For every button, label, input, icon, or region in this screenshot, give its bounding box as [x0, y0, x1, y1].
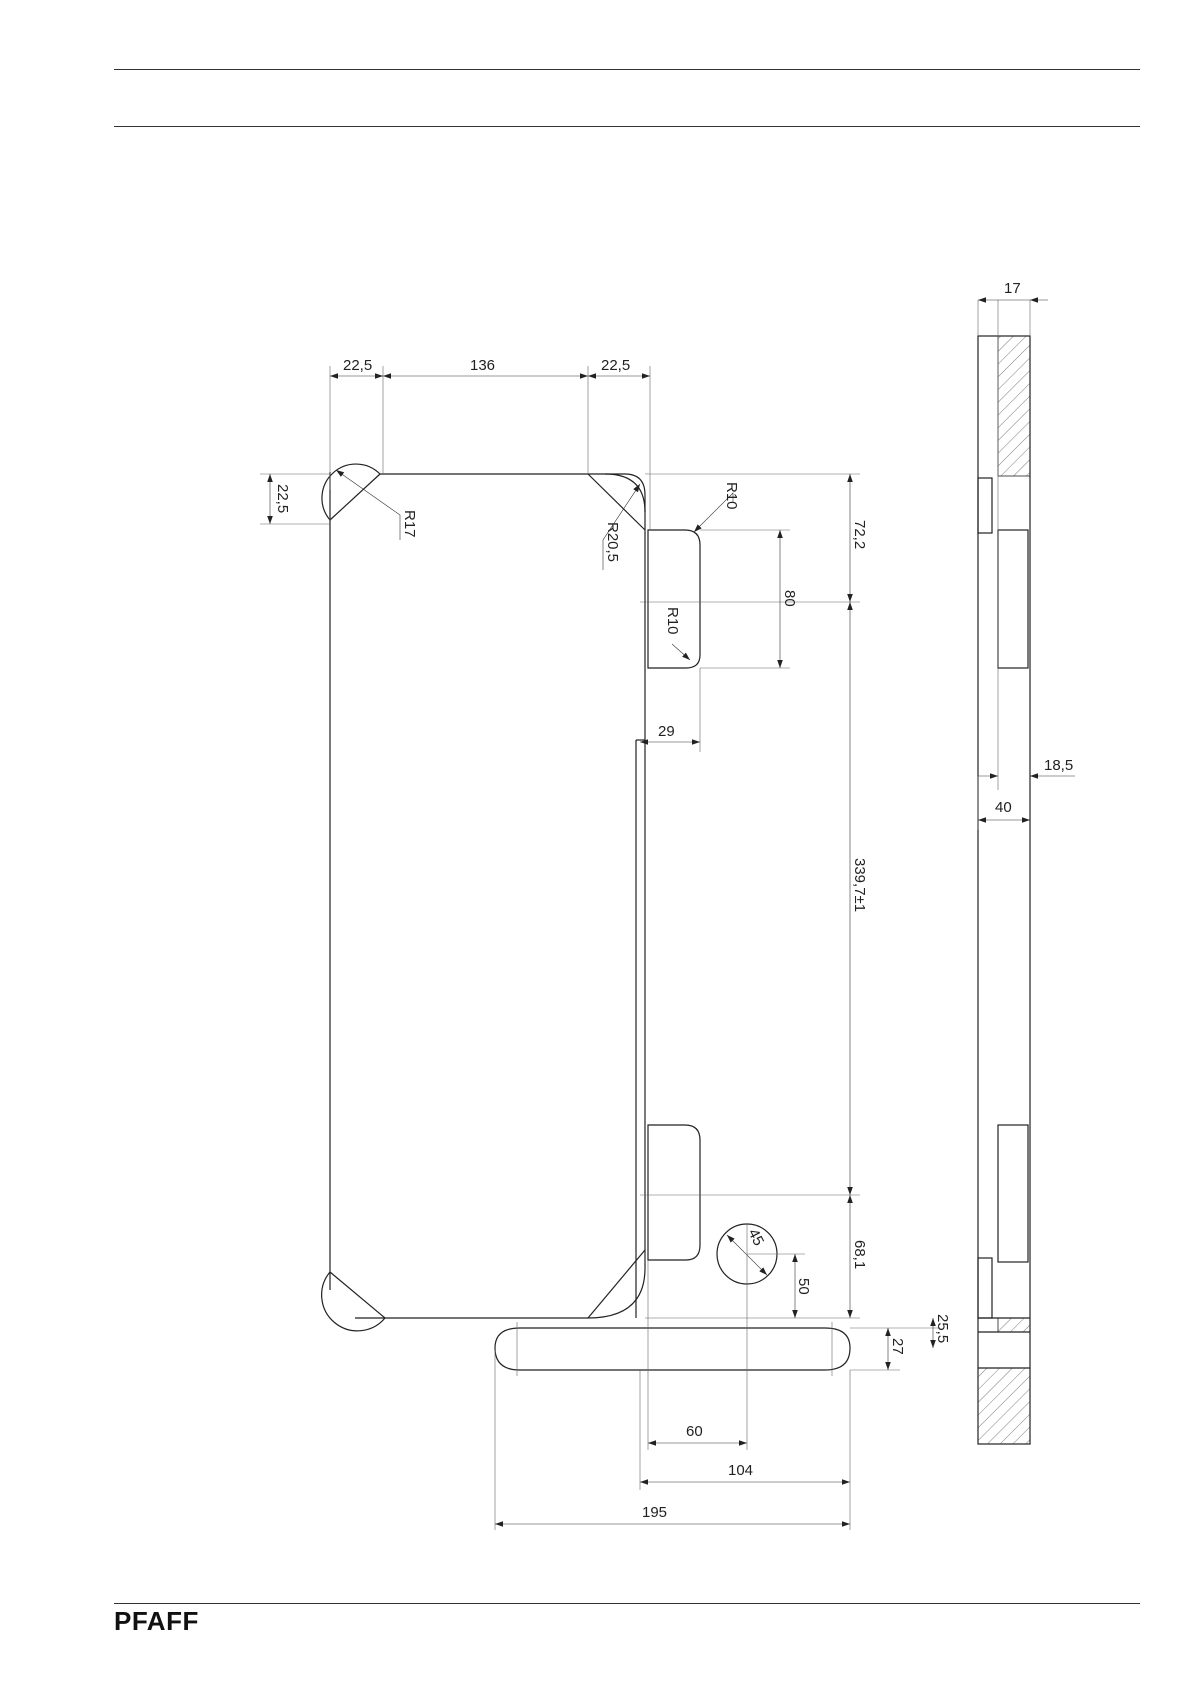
dim-29: 29 [658, 723, 675, 740]
dim-top-left-22-5: 22,5 [343, 357, 372, 374]
dim-339-7: 339,7±1 [851, 858, 868, 912]
dim-50: 50 [795, 1278, 812, 1295]
dim-68-1: 68,1 [851, 1240, 868, 1269]
dim-25-5: 25,5 [934, 1314, 951, 1343]
dim-60: 60 [686, 1423, 703, 1440]
dimension-lines [260, 366, 940, 1530]
dim-104: 104 [728, 1462, 753, 1479]
dim-side-40: 40 [995, 799, 1012, 816]
dim-72-2: 72,2 [851, 520, 868, 549]
hatch-bottom [978, 1368, 1030, 1444]
dim-r17: R17 [401, 510, 418, 538]
relief-circle-top-left [322, 464, 380, 520]
relief-circle-bottom-left [322, 1272, 385, 1331]
dim-top-136: 136 [470, 357, 495, 374]
dim-195: 195 [642, 1504, 667, 1521]
dim-r10-inner: R10 [664, 607, 681, 635]
dim-r10-top: R10 [723, 482, 740, 510]
side-slot-lower [998, 1125, 1028, 1262]
side-view [978, 300, 1075, 1444]
dim-27: 27 [889, 1338, 906, 1355]
side-slot-upper [998, 530, 1028, 668]
dim-left-22-5: 22,5 [274, 484, 291, 513]
plate-outline [330, 472, 645, 1318]
dim-top-right-22-5: 22,5 [601, 357, 630, 374]
side-profile [978, 336, 1030, 1444]
dim-80: 80 [781, 590, 798, 607]
front-view [322, 464, 850, 1376]
hatch-top [998, 336, 1030, 476]
dim-side-17: 17 [1004, 280, 1021, 297]
dim-side-18-5: 18,5 [1044, 757, 1073, 774]
dim-r20-5: R20,5 [604, 522, 621, 562]
pfaff-logo: PFAFF [114, 1606, 199, 1637]
slot-bottom-bar [495, 1328, 850, 1370]
slot-lower [648, 1125, 700, 1260]
slot-upper [648, 530, 700, 668]
